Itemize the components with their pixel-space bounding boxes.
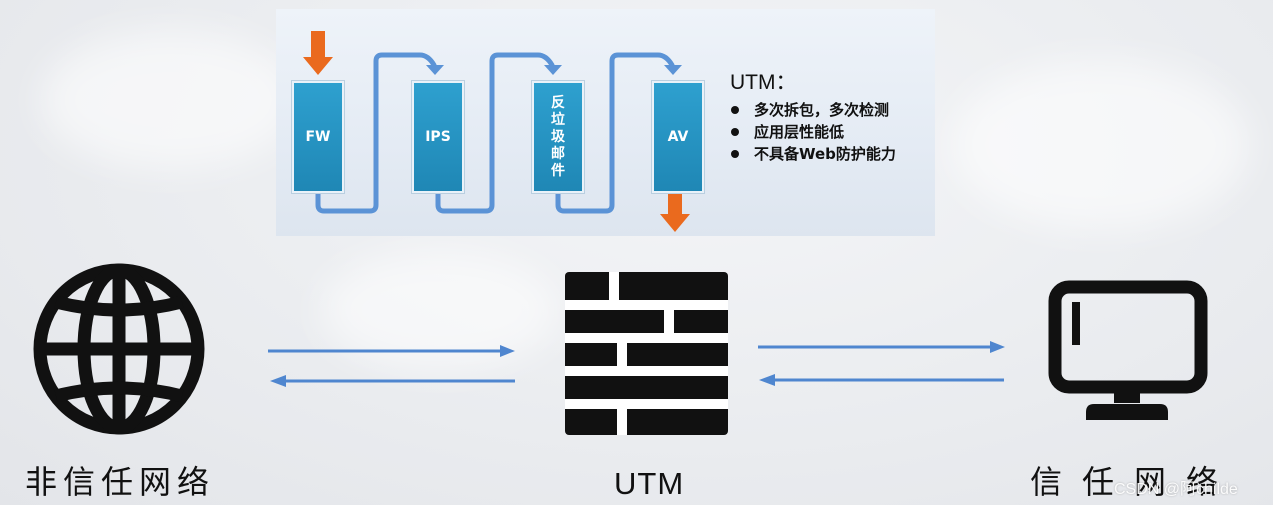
utm-process-panel: FW IPS 反垃圾邮件 AV: [276, 9, 935, 236]
arrow-head-icon: [426, 65, 444, 75]
flow-path: [435, 52, 555, 214]
inbound-arrow-icon: [303, 31, 333, 75]
flow-lines: [303, 31, 690, 232]
module-antispam: 反垃圾邮件: [534, 83, 582, 191]
note-bullet: 多次拆包，多次检测: [730, 99, 896, 121]
module-label: FW: [305, 128, 331, 145]
module-label: 反垃圾邮件: [551, 94, 565, 179]
note-bullet: 不具备Web防护能力: [730, 143, 896, 165]
note-bullet: 应用层性能低: [730, 121, 896, 143]
module-label: IPS: [425, 128, 451, 145]
arrow-head-icon: [664, 65, 682, 75]
module-fw: FW: [294, 83, 342, 191]
connector-right: [758, 341, 1005, 386]
globe-icon: [33, 263, 205, 435]
utm-label: UTM: [614, 466, 685, 501]
module-av: AV: [654, 83, 702, 191]
outbound-arrow-icon: [660, 191, 690, 232]
note-title: UTM：: [730, 71, 797, 94]
untrusted-network-label: 非信任网络: [25, 463, 216, 501]
arrow-head-icon: [544, 65, 562, 75]
flow-path: [555, 52, 675, 214]
firewall-brick-icon: [565, 272, 728, 435]
watermark: CSDN @阿childe: [1114, 481, 1238, 498]
monitor-icon: [1048, 280, 1208, 420]
utm-note: UTM： 多次拆包，多次检测 应用层性能低 不具备Web防护能力: [730, 70, 896, 165]
module-ips: IPS: [414, 83, 462, 191]
module-label: AV: [667, 128, 689, 145]
connector-left: [268, 345, 515, 387]
flow-path: [315, 52, 437, 214]
trusted-network-label: 信任网络: [1030, 463, 1239, 501]
note-bullet-list: 多次拆包，多次检测 应用层性能低 不具备Web防护能力: [730, 99, 896, 165]
